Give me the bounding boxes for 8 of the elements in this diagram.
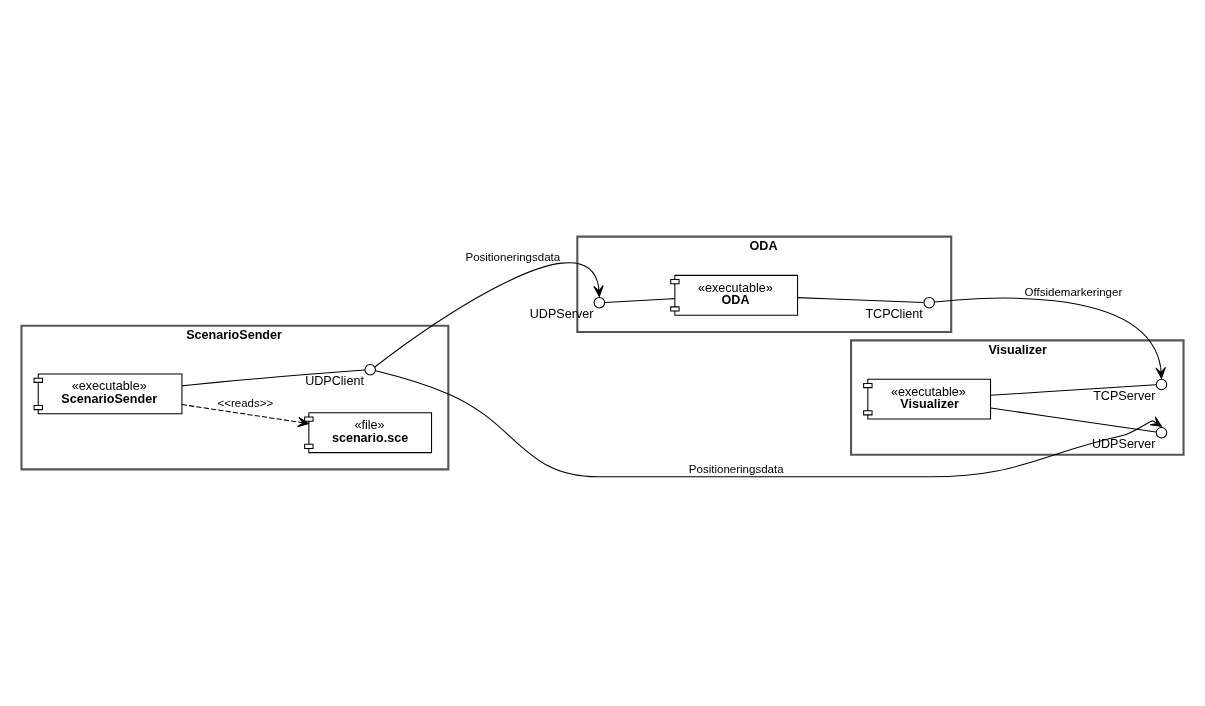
node-label: TCPClient xyxy=(865,306,923,321)
node-label: TCPServer xyxy=(1093,388,1156,403)
edge-label: Positioneringsdata xyxy=(688,463,784,476)
node-label: UDPServer xyxy=(1091,437,1156,452)
edge-label: Offsidemarkeringer xyxy=(1024,286,1123,299)
edge-label: Positioneringsdata xyxy=(465,250,561,263)
node-label: UDPClient xyxy=(305,374,364,389)
edge-label: <<reads>> xyxy=(217,397,274,410)
